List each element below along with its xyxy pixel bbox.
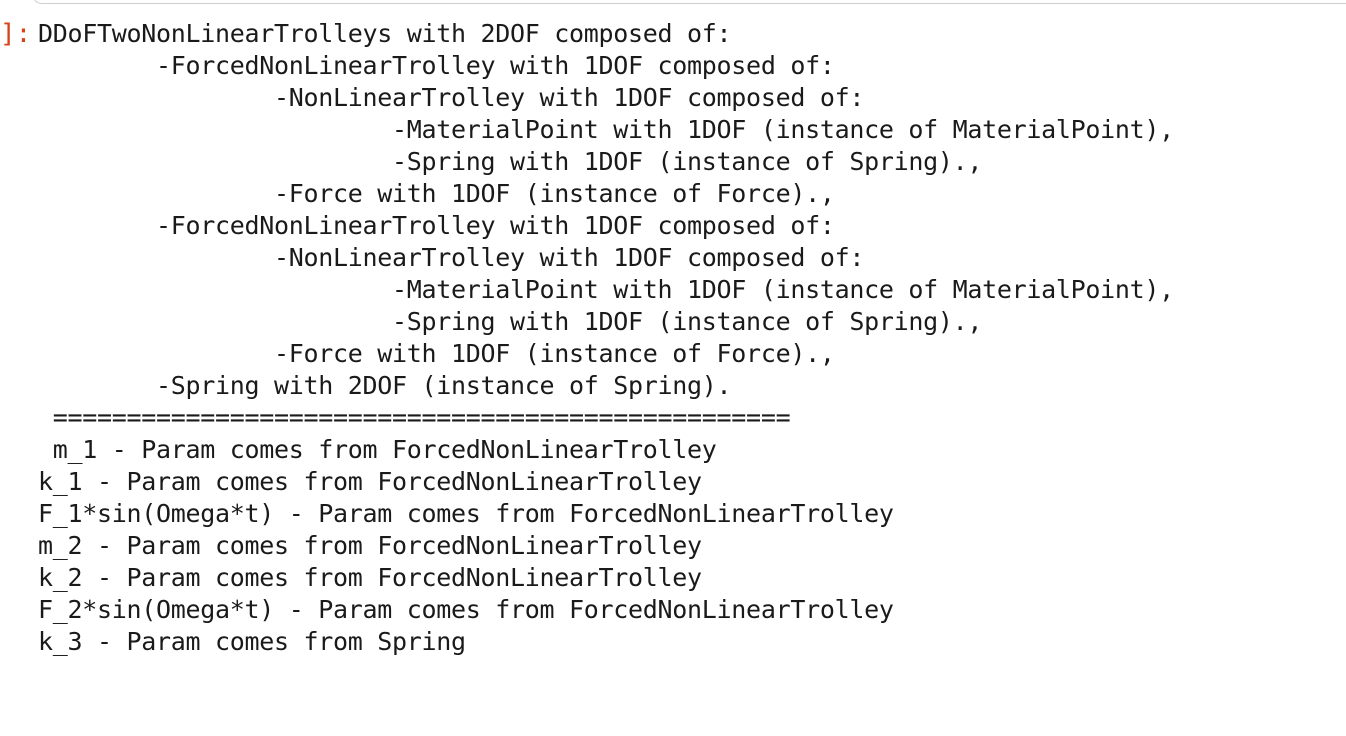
output-line: -ForcedNonLinearTrolley with 1DOF compos…: [38, 211, 835, 240]
cell-output: DDoFTwoNonLinearTrolleys with 2DOF compo…: [38, 18, 1338, 658]
param-line: m_1 - Param comes from ForcedNonLinearTr…: [38, 435, 717, 464]
output-line: -MaterialPoint with 1DOF (instance of Ma…: [38, 275, 1174, 304]
param-line: k_2 - Param comes from ForcedNonLinearTr…: [38, 563, 702, 592]
output-line: -Spring with 2DOF (instance of Spring).: [38, 371, 732, 400]
separator-line: ========================================…: [38, 403, 791, 432]
param-line: k_3 - Param comes from Spring: [38, 627, 466, 656]
param-line: F_2*sin(Omega*t) - Param comes from Forc…: [38, 595, 894, 624]
output-line: -NonLinearTrolley with 1DOF composed of:: [38, 83, 865, 112]
output-line: -Spring with 1DOF (instance of Spring).,: [38, 147, 983, 176]
cell-border: [32, 0, 1346, 4]
output-line: -NonLinearTrolley with 1DOF composed of:: [38, 243, 865, 272]
output-line: -ForcedNonLinearTrolley with 1DOF compos…: [38, 51, 835, 80]
cell-prompt: ]:: [0, 19, 32, 49]
param-line: k_1 - Param comes from ForcedNonLinearTr…: [38, 467, 702, 496]
output-line: -Force with 1DOF (instance of Force).,: [38, 339, 835, 368]
param-line: m_2 - Param comes from ForcedNonLinearTr…: [38, 531, 702, 560]
output-line: -Spring with 1DOF (instance of Spring).,: [38, 307, 983, 336]
output-line: -MaterialPoint with 1DOF (instance of Ma…: [38, 115, 1174, 144]
param-line: F_1*sin(Omega*t) - Param comes from Forc…: [38, 499, 894, 528]
output-line: -Force with 1DOF (instance of Force).,: [38, 179, 835, 208]
output-line: DDoFTwoNonLinearTrolleys with 2DOF compo…: [38, 19, 732, 48]
